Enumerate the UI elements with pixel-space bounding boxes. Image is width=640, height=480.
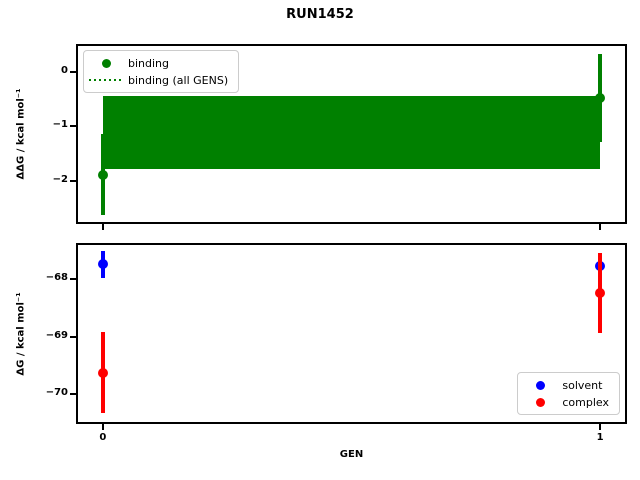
data-point-binding <box>595 92 606 103</box>
binding (all GENS)-dotted-line-icon <box>89 79 123 81</box>
x-tick-label: 1 <box>596 432 604 443</box>
x-axis-label-gen: GEN <box>339 449 364 460</box>
solvent-marker-icon <box>535 380 545 390</box>
y-tick-mark <box>70 125 76 128</box>
axes-dg-panel: −68 −69 −70 0 1 solvent complex <box>46 243 627 443</box>
legend-label: binding <box>128 56 170 70</box>
legend-box: binding binding (all GENS) <box>83 50 240 93</box>
x-tick-mark <box>599 424 602 430</box>
y-tick-label: −2 <box>52 173 68 185</box>
binding-marker-icon <box>101 58 111 68</box>
x-tick-mark <box>101 424 104 430</box>
y-tick-mark <box>70 278 76 281</box>
y-tick-mark <box>70 179 76 182</box>
y-axis-label-dg: ΔG / kcal mol⁻¹ <box>15 292 27 376</box>
data-point-complex <box>97 367 108 378</box>
y-axis-label-ddg: ΔΔG / kcal mol⁻¹ <box>15 88 27 180</box>
axes-binding-panel: 0 −1 −2 binding binding (all GENS) <box>53 44 627 230</box>
figure-title: RUN1452 <box>286 7 354 22</box>
data-point-binding <box>97 169 108 180</box>
legend-item: binding <box>84 55 228 71</box>
y-tick-label: −1 <box>52 119 68 131</box>
legend-label: binding (all GENS) <box>128 73 229 87</box>
legend-item: binding (all GENS) <box>84 72 228 88</box>
y-tick-mark <box>70 392 76 395</box>
y-tick-mark <box>70 70 76 73</box>
legend-marker-cell <box>518 380 562 390</box>
data-point-solvent <box>97 259 108 270</box>
legend-marker-cell <box>84 58 128 68</box>
x-tick-mark <box>101 224 104 230</box>
legend-item: solvent <box>518 377 609 393</box>
legend-label: solvent <box>562 378 603 392</box>
y-tick-mark <box>70 335 76 338</box>
legend-item: complex <box>518 394 609 410</box>
confidence-band <box>102 95 601 170</box>
x-tick-label: 0 <box>99 432 107 443</box>
y-tick-label: −69 <box>45 329 68 341</box>
x-tick-mark <box>599 224 602 230</box>
legend-box: solvent complex <box>517 372 620 415</box>
legend-label: complex <box>562 395 609 409</box>
y-tick-label: −70 <box>45 386 68 398</box>
legend-marker-cell <box>84 79 128 81</box>
y-tick-label: 0 <box>61 64 68 76</box>
complex-marker-icon <box>535 397 545 407</box>
legend-marker-cell <box>518 397 562 407</box>
y-tick-label: −68 <box>45 272 68 284</box>
data-point-complex <box>595 288 606 299</box>
